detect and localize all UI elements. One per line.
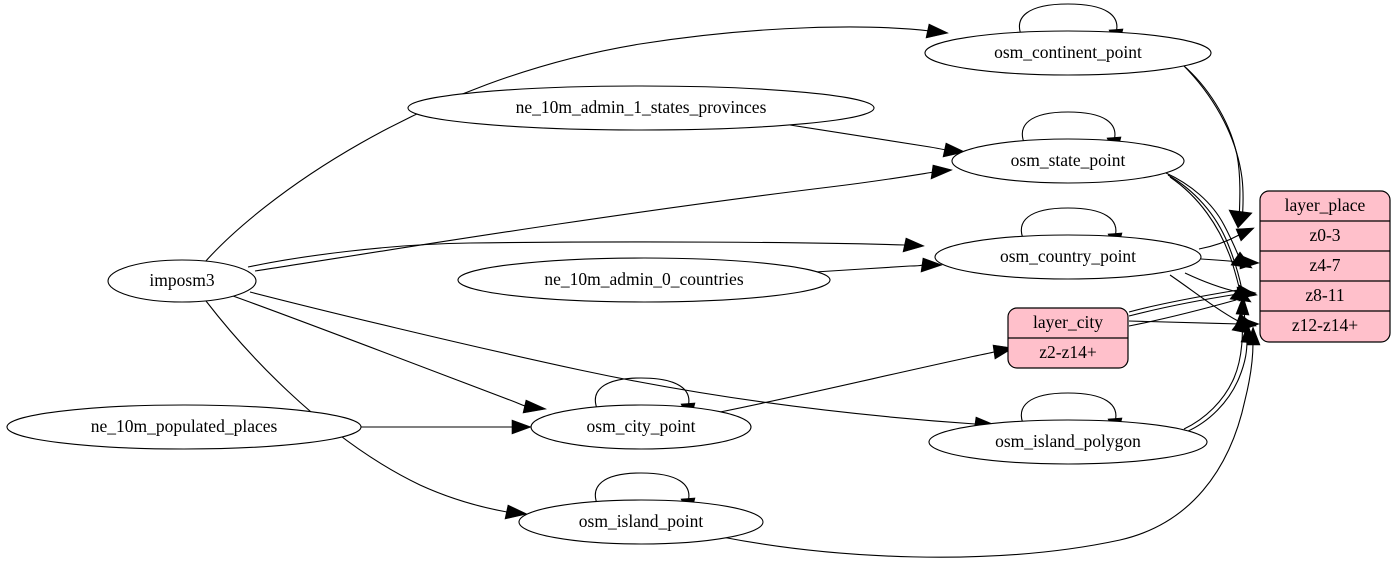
node-osm_state_point[interactable]: osm_state_point bbox=[951, 138, 1185, 184]
edge-ne_states-to-osm_state_point bbox=[789, 124, 947, 151]
edge-layer_city-to-layer_place-b2 bbox=[1128, 299, 1237, 327]
arrowhead-imposm3-osm_city_point bbox=[522, 399, 548, 414]
edge-osm_state_point-to-layer_place-z8-11 bbox=[1167, 174, 1243, 291]
edge-imposm3-to-osm_island_polygon bbox=[249, 291, 976, 425]
edge-imposm3-to-osm_state_point bbox=[254, 171, 935, 272]
arrowhead-imposm3-osm_state_point bbox=[930, 164, 953, 180]
edge-self-osm_island_point bbox=[594, 472, 690, 507]
edge-imposm3-to-osm_island_point bbox=[205, 300, 508, 513]
edge-osm_continent_point-to-layer_place-z0-3-b bbox=[1182, 64, 1244, 223]
arrowhead-ne_states-osm_state_point bbox=[942, 142, 966, 158]
node-osm_island_point-label: osm_island_point bbox=[579, 511, 704, 531]
arrowhead-imposm3-osm_continent_point bbox=[925, 23, 949, 39]
arrowhead-islandpoly-z8-11 bbox=[1235, 295, 1250, 316]
layer_place-row-z8-11[interactable]: z8-11 bbox=[1305, 285, 1344, 305]
edge-self-osm_city_point bbox=[594, 377, 690, 412]
edge-osm_island_polygon-to-layer_place-z12 bbox=[1185, 339, 1248, 433]
arrowhead-layercity-z8-11 bbox=[1236, 286, 1257, 302]
edge-layer_city-to-layer_place-b1 bbox=[1128, 289, 1239, 313]
node-layer_city[interactable]: layer_city z2-z14+ bbox=[1007, 307, 1129, 369]
edge-osm_island_point-to-layer_place-z12 bbox=[721, 342, 1254, 558]
edge-ne_countries-to-osm_country_point bbox=[814, 264, 924, 273]
node-osm_country_point[interactable]: osm_country_point bbox=[934, 234, 1202, 280]
node-osm_country_point-label: osm_country_point bbox=[1000, 246, 1136, 266]
edge-layer_city-to-layer_place-z8-11 bbox=[1128, 293, 1239, 317]
node-osm_continent_point-label: osm_continent_point bbox=[994, 42, 1142, 62]
layer_city-title: layer_city bbox=[1033, 312, 1103, 332]
node-ne_states-label: ne_10m_admin_1_states_provinces bbox=[516, 97, 767, 117]
edge-osm_country_point-to-layer_place-z4-7 bbox=[1200, 258, 1241, 263]
node-osm_island_polygon-label: osm_island_polygon bbox=[995, 431, 1141, 451]
arrowhead-country-z0-3 bbox=[1235, 227, 1255, 242]
arrowhead-islandpoint-z12 bbox=[1246, 326, 1261, 346]
node-layer_place[interactable]: layer_place z0-3 z4-7 z8-11 z12-z14+ bbox=[1259, 190, 1391, 343]
layer_place-row-z0-3[interactable]: z0-3 bbox=[1309, 225, 1340, 245]
node-ne_populated-label: ne_10m_populated_places bbox=[91, 416, 278, 436]
arrowhead-continent-z0-3 bbox=[1228, 209, 1253, 229]
edge-osm_country_point-to-layer_place-z8-11 bbox=[1184, 272, 1239, 293]
layer_place-row-z4-7[interactable]: z4-7 bbox=[1309, 255, 1340, 275]
layer_place-row-z12-z14[interactable]: z12-z14+ bbox=[1292, 315, 1358, 335]
edge-osm_country_point-to-layer_place-z0-3 bbox=[1198, 234, 1240, 250]
edge-imposm3-to-osm_city_point bbox=[232, 295, 529, 408]
edge-imposm3-to-osm_continent_point bbox=[204, 26, 931, 263]
arrowhead-layercity-z12 bbox=[1239, 316, 1260, 332]
arrowhead-imposm3-osm_island_point bbox=[504, 504, 528, 520]
node-ne_countries-label: ne_10m_admin_0_countries bbox=[544, 269, 743, 289]
edge-osm_island_polygon-to-layer_place-z8-11 bbox=[1183, 311, 1243, 430]
node-osm_state_point-label: osm_state_point bbox=[1011, 150, 1126, 170]
edge-osm_continent_point-to-layer_place-z0-3 bbox=[1182, 64, 1241, 223]
arrowhead-ne_countries-osm_country_point bbox=[920, 257, 943, 273]
arrowhead-imposm3-osm_country_point bbox=[902, 237, 925, 253]
edge-self-osm_state_point bbox=[1021, 111, 1116, 146]
arrowhead-ne_populated-osm_city_point bbox=[511, 419, 532, 435]
edge-self-osm_continent_point bbox=[1018, 3, 1118, 38]
node-imposm3-label: imposm3 bbox=[149, 270, 214, 290]
edge-osm_country_point-to-layer_place-z12 bbox=[1169, 274, 1239, 322]
edge-self-osm_country_point bbox=[1020, 207, 1117, 242]
arrowhead-country-z4-7 bbox=[1239, 254, 1260, 270]
node-osm_city_point-label: osm_city_point bbox=[587, 416, 696, 436]
edge-layer_city-to-layer_place-z12 bbox=[1128, 320, 1241, 325]
edge-osm_state_point-to-layer_place-z4-7 bbox=[1165, 172, 1240, 258]
node-osm_island_polygon[interactable]: osm_island_polygon bbox=[928, 419, 1208, 465]
node-osm_continent_point[interactable]: osm_continent_point bbox=[924, 30, 1212, 76]
node-ne_10m_admin_0_countries[interactable]: ne_10m_admin_0_countries bbox=[457, 257, 831, 303]
nodes-layer: imposm3 ne_10m_admin_1_states_provinces … bbox=[6, 30, 1391, 545]
node-ne_10m_admin_1_states_provinces[interactable]: ne_10m_admin_1_states_provinces bbox=[407, 85, 875, 131]
layer_city-row-z2-z14[interactable]: z2-z14+ bbox=[1039, 342, 1097, 362]
node-osm_city_point[interactable]: osm_city_point bbox=[530, 404, 752, 450]
edge-imposm3-to-osm_country_point bbox=[247, 241, 906, 268]
node-imposm3[interactable]: imposm3 bbox=[107, 259, 257, 303]
node-osm_island_point[interactable]: osm_island_point bbox=[518, 499, 764, 545]
node-ne_10m_populated_places[interactable]: ne_10m_populated_places bbox=[6, 404, 362, 450]
layer_place-title: layer_place bbox=[1285, 195, 1366, 215]
edge-self-osm_island_polygon bbox=[1020, 392, 1117, 427]
edge-osm_city_point-to-layer_city bbox=[719, 351, 995, 413]
